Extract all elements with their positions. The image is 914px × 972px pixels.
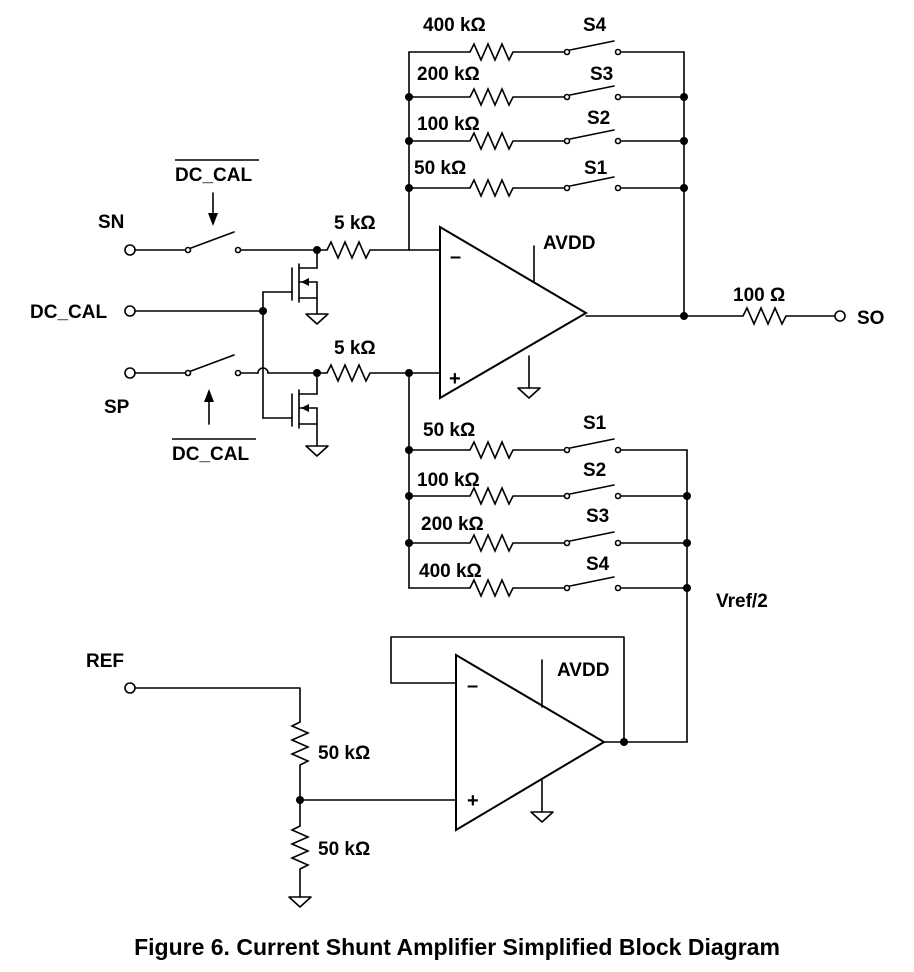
buffer-minus-sign: – [467,675,478,697]
main-avdd-label: AVDD [543,233,595,254]
gnd-400k-label: 400 kΩ [419,561,482,582]
buffer-op-amp-icon [455,653,606,832]
ground-icon [305,313,329,325]
feedback-branch-100k [408,129,685,151]
vref-half-label: Vref/2 [716,591,768,612]
gnd-s2-switch [569,484,615,495]
r-in-pos-label: 5 kΩ [334,338,376,359]
dc-cal-label: DC_CAL [30,302,107,323]
gnd-branch-400k [408,576,688,598]
gnd-s1-switch [569,438,615,449]
gnd-s3-label: S3 [586,506,609,527]
resistor-5k-negative-icon [316,240,410,260]
buffer-avdd-label: AVDD [557,660,609,681]
gnd-s4-switch [569,576,615,587]
feedback-branch-400k [408,40,685,62]
dc-cal-bottom-arrow-icon [204,389,214,425]
dc-cal-bar-top-label: DC_CAL [175,165,252,186]
resistor-ref-top-icon [290,721,310,801]
gnd-200k-label: 200 kΩ [421,514,484,535]
ref-div-top-label: 50 kΩ [318,743,370,764]
sn-label: SN [98,212,124,233]
fb-s2-label: S2 [587,108,610,129]
buffer-plus-sign: + [467,790,479,812]
dc-cal-pin [124,305,136,317]
lower-mosfet-icon [291,376,318,447]
sp-label: SP [104,397,130,418]
feedback-branch-50k [408,176,685,198]
fb-s3-label: S3 [590,64,613,85]
gnd-50k-label: 50 kΩ [423,420,475,441]
gnd-s1-label: S1 [583,413,607,434]
sp-input [124,354,321,379]
ground-icon [517,387,541,399]
so-pin [834,310,846,322]
gnd-s2-label: S2 [583,460,606,481]
sn-dc-cal-switch [190,231,235,249]
sn-input [124,231,321,256]
r-in-neg-label: 5 kΩ [334,213,376,234]
ref-label: REF [86,651,124,672]
ref-pin [124,682,136,694]
sp-pin [124,367,136,379]
main-plus-sign: + [449,368,461,390]
upper-mosfet-icon [291,253,318,315]
ref-div-bottom-label: 50 kΩ [318,839,370,860]
sp-dc-cal-switch [190,354,235,372]
gnd-branch-50k [408,438,688,460]
ground-icon [288,896,312,908]
fb-s3-switch [569,85,615,96]
fb-s1-label: S1 [584,158,608,179]
main-op-amp-icon [439,225,588,400]
main-minus-sign: – [450,246,461,268]
fb-s1-switch [569,176,615,187]
fb-200k-label: 200 kΩ [417,64,480,85]
so-label: SO [857,308,884,329]
gnd-100k-label: 100 kΩ [417,470,480,491]
figure-caption: Figure 6. Current Shunt Amplifier Simpli… [134,934,780,960]
r-out-label: 100 Ω [733,285,785,306]
gnd-s4-label: S4 [586,554,610,575]
dc-cal-bar-bottom-label: DC_CAL [172,444,249,465]
fb-s4-switch [569,40,615,51]
ground-icon [305,445,329,457]
fb-400k-label: 400 kΩ [423,15,486,36]
sn-pin [124,244,136,256]
fb-50k-label: 50 kΩ [414,158,466,179]
gnd-branch-200k [408,531,688,553]
gnd-branch-100k [408,484,688,506]
dc-cal-top-arrow-icon [208,192,218,226]
resistor-ref-bottom-icon [290,799,310,898]
gnd-s3-switch [569,531,615,542]
fb-s4-label: S4 [583,15,607,36]
fb-100k-label: 100 kΩ [417,114,480,135]
resistor-100-ohm-icon [742,306,836,326]
resistor-5k-positive-icon [316,363,410,383]
fb-s2-switch [569,129,615,140]
feedback-branch-200k [408,85,685,107]
ground-icon [530,811,554,823]
